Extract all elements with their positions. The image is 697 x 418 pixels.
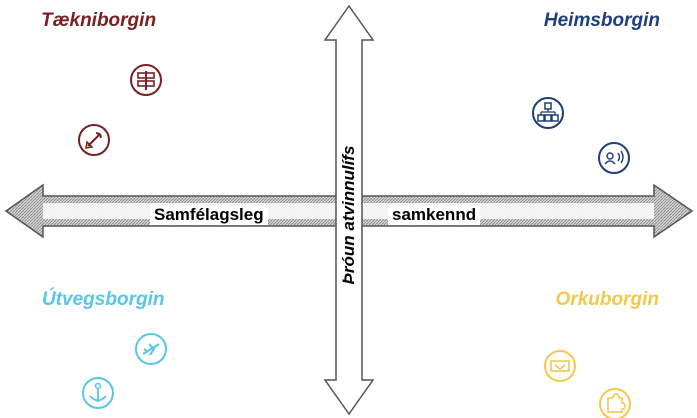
signpost-icon bbox=[130, 64, 162, 96]
puzzle-icon bbox=[599, 388, 631, 418]
quadrant-title-bl: Útvegsborgin bbox=[42, 289, 165, 310]
quadrant-title-tr: Heimsborgin bbox=[543, 10, 660, 31]
vertical-axis-label: Þróun atvinnulífs bbox=[339, 145, 358, 285]
rocket-icon bbox=[78, 124, 110, 156]
anchor-icon bbox=[82, 377, 114, 409]
vertical-arrow bbox=[323, 4, 375, 416]
airplane-icon bbox=[135, 333, 167, 365]
quadrant-title-tl: Tækniborgin bbox=[41, 10, 157, 31]
horizontal-axis-left-label: Samfélagsleg bbox=[150, 205, 268, 225]
horizontal-axis-right-label: samkennd bbox=[388, 205, 481, 225]
network-icon bbox=[532, 97, 564, 129]
handshake-icon bbox=[544, 350, 576, 382]
people-icon bbox=[598, 142, 630, 174]
quadrant-title-br: Orkuborgin bbox=[555, 289, 659, 310]
